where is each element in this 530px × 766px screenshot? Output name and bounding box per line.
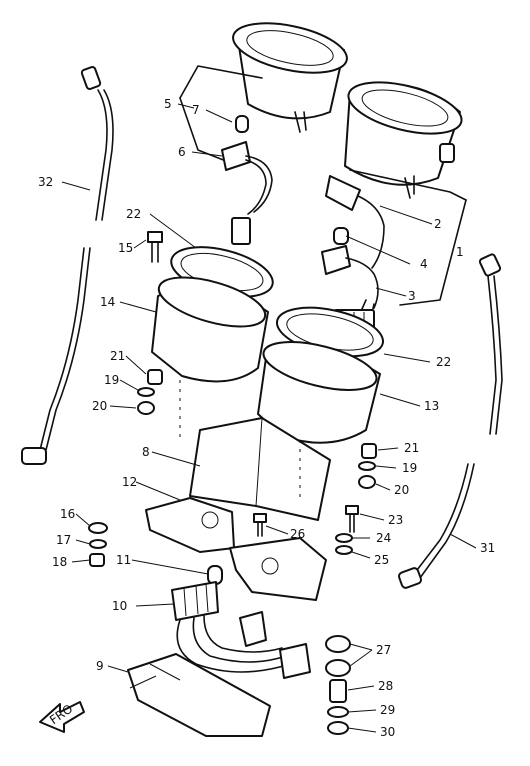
speedometer-assembly xyxy=(232,22,348,133)
callout-21-right: 21 xyxy=(404,441,419,455)
front-arrow-icon xyxy=(39,701,85,733)
bolt-23-washers xyxy=(335,505,359,555)
callout-22-left: 22 xyxy=(126,207,141,221)
callout-3: 3 xyxy=(408,289,416,303)
case-14 xyxy=(151,276,269,383)
callout-27: 27 xyxy=(376,643,391,657)
callout-19-right: 19 xyxy=(402,461,417,475)
screw-26 xyxy=(253,513,267,537)
callout-22-right: 22 xyxy=(436,355,451,369)
callout-30: 30 xyxy=(380,725,395,739)
callout-19-left: 19 xyxy=(104,373,119,387)
callout-29: 29 xyxy=(380,703,395,717)
callout-23: 23 xyxy=(388,513,403,527)
case-13 xyxy=(257,341,381,444)
tachometer-assembly xyxy=(344,81,463,199)
callout-14: 14 xyxy=(100,295,115,309)
socket-6 xyxy=(221,141,273,245)
callout-21-left: 21 xyxy=(110,349,125,363)
stack-right xyxy=(325,635,351,735)
callout-26: 26 xyxy=(290,527,305,541)
callout-18: 18 xyxy=(52,555,67,569)
callout-25: 25 xyxy=(374,553,389,567)
callout-20-right: 20 xyxy=(394,483,409,497)
callout-12: 12 xyxy=(122,475,137,489)
callout-32: 32 xyxy=(38,175,53,189)
callout-4: 4 xyxy=(420,257,428,271)
callout-7: 7 xyxy=(192,103,200,117)
cable-31 xyxy=(397,253,503,589)
callout-8: 8 xyxy=(142,445,150,459)
bulb-7 xyxy=(235,115,249,133)
housing-8 xyxy=(189,417,331,521)
callout-6: 6 xyxy=(178,145,186,159)
callout-9: 9 xyxy=(96,659,104,673)
callout-16: 16 xyxy=(60,507,75,521)
washers-left xyxy=(88,522,108,567)
cable-32 xyxy=(21,66,114,465)
grommets-right xyxy=(358,443,377,489)
callout-15: 15 xyxy=(118,241,133,255)
callout-31: 31 xyxy=(480,541,495,555)
leader-lines xyxy=(61,103,477,733)
bolt-15 xyxy=(147,231,163,263)
callout-2: 2 xyxy=(434,217,442,231)
cover-9 xyxy=(127,653,271,737)
callout-20-left: 20 xyxy=(92,399,107,413)
callout-28: 28 xyxy=(378,679,393,693)
callout-1: 1 xyxy=(456,245,464,259)
grommets-left xyxy=(137,369,163,415)
callout-13: 13 xyxy=(424,399,439,413)
callout-17: 17 xyxy=(56,533,71,547)
callout-5: 5 xyxy=(164,97,172,111)
callout-10: 10 xyxy=(112,599,127,613)
socket-10 xyxy=(171,581,311,679)
bracket-12 xyxy=(145,497,327,601)
callout-24: 24 xyxy=(376,531,391,545)
callout-11: 11 xyxy=(116,553,131,567)
callout-labels: 32 5 7 6 22 15 14 21 19 20 8 12 16 17 18… xyxy=(38,97,495,739)
